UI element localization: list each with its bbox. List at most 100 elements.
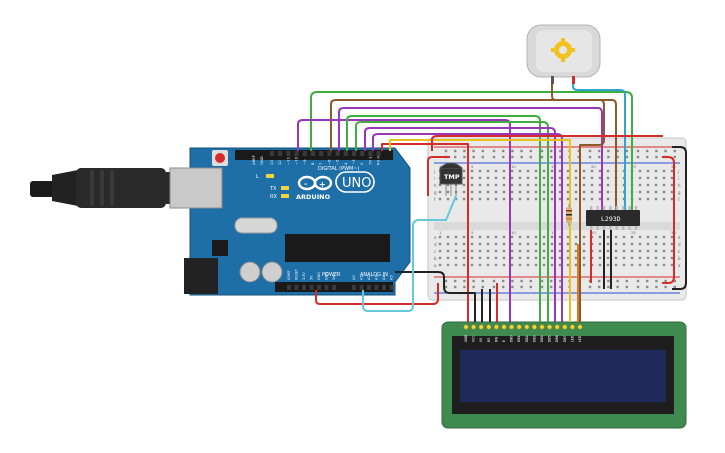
- rail-hole[interactable]: [625, 279, 628, 283]
- breadboard-hole[interactable]: [598, 169, 602, 173]
- lcd-pin[interactable]: [486, 324, 492, 330]
- breadboard-hole[interactable]: [438, 249, 442, 253]
- breadboard-hole[interactable]: [654, 263, 658, 267]
- rail-hole[interactable]: [607, 155, 610, 159]
- breadboard-hole[interactable]: [542, 176, 546, 180]
- breadboard-hole[interactable]: [486, 263, 490, 267]
- breadboard-hole[interactable]: [630, 242, 634, 246]
- breadboard-hole[interactable]: [534, 242, 538, 246]
- rail-hole[interactable]: [481, 149, 484, 153]
- rail-hole[interactable]: [664, 279, 667, 283]
- rail-hole[interactable]: [454, 285, 457, 289]
- breadboard-hole[interactable]: [558, 242, 562, 246]
- breadboard-hole[interactable]: [526, 197, 530, 201]
- breadboard-hole[interactable]: [638, 169, 642, 173]
- breadboard-hole[interactable]: [646, 190, 650, 194]
- breadboard-hole[interactable]: [486, 235, 490, 239]
- wire-black[interactable]: [672, 146, 687, 290]
- breadboard-hole[interactable]: [454, 197, 458, 201]
- rail-hole[interactable]: [492, 279, 496, 283]
- breadboard-hole[interactable]: [470, 235, 474, 239]
- breadboard-hole[interactable]: [542, 183, 546, 187]
- breadboard-hole[interactable]: [510, 263, 514, 267]
- breadboard-hole[interactable]: [614, 263, 618, 267]
- breadboard-hole[interactable]: [502, 235, 506, 239]
- breadboard-hole[interactable]: [462, 197, 466, 201]
- breadboard-hole[interactable]: [486, 256, 490, 260]
- breadboard-hole[interactable]: [646, 263, 650, 267]
- breadboard-hole[interactable]: [542, 256, 546, 260]
- breadboard-hole[interactable]: [462, 263, 466, 267]
- breadboard-hole[interactable]: [558, 235, 562, 239]
- usb-cable[interactable]: [30, 168, 180, 208]
- breadboard-hole[interactable]: [494, 235, 498, 239]
- breadboard-hole[interactable]: [478, 197, 482, 201]
- breadboard-hole[interactable]: [542, 235, 546, 239]
- wire-yellow[interactable]: [389, 139, 571, 322]
- rail-hole[interactable]: [588, 149, 592, 153]
- breadboard-hole[interactable]: [558, 169, 562, 173]
- wire-green[interactable]: [355, 121, 549, 322]
- breadboard-hole[interactable]: [526, 242, 530, 246]
- breadboard-hole[interactable]: [670, 256, 674, 260]
- breadboard-hole[interactable]: [550, 197, 554, 201]
- breadboard-hole[interactable]: [470, 242, 474, 246]
- rail-hole[interactable]: [636, 149, 640, 153]
- breadboard-hole[interactable]: [462, 169, 466, 173]
- breadboard-hole[interactable]: [470, 197, 474, 201]
- digital-pin[interactable]: [343, 151, 348, 156]
- resistor[interactable]: [566, 204, 572, 226]
- breadboard-hole[interactable]: [582, 256, 586, 260]
- breadboard-hole[interactable]: [630, 235, 634, 239]
- breadboard-hole[interactable]: [566, 235, 570, 239]
- breadboard-hole[interactable]: [518, 235, 522, 239]
- rail-hole[interactable]: [588, 285, 592, 289]
- breadboard-hole[interactable]: [574, 263, 578, 267]
- breadboard-hole[interactable]: [614, 242, 618, 246]
- rail-hole[interactable]: [636, 279, 640, 283]
- rail-hole[interactable]: [511, 285, 514, 289]
- rail-hole[interactable]: [616, 279, 619, 283]
- breadboard-hole[interactable]: [582, 197, 586, 201]
- breadboard-hole[interactable]: [526, 183, 530, 187]
- breadboard-hole[interactable]: [606, 183, 610, 187]
- breadboard-hole[interactable]: [486, 183, 490, 187]
- reset-button[interactable]: [215, 153, 225, 163]
- breadboard-hole[interactable]: [518, 176, 522, 180]
- wire-brown[interactable]: [330, 99, 617, 210]
- wire-purple[interactable]: [364, 127, 556, 322]
- breadboard-hole[interactable]: [502, 197, 506, 201]
- breadboard-hole[interactable]: [582, 249, 586, 253]
- breadboard-hole[interactable]: [454, 235, 458, 239]
- rail-hole[interactable]: [492, 285, 496, 289]
- rail-hole[interactable]: [502, 279, 505, 283]
- arduino-uno-board[interactable]: L TX RX – + UNO ARDUINO DIGITAL (PWM~) P…: [169, 147, 411, 296]
- breadboard-hole[interactable]: [542, 242, 546, 246]
- rail-hole[interactable]: [655, 285, 658, 289]
- breadboard-hole[interactable]: [470, 183, 474, 187]
- breadboard-hole[interactable]: [550, 169, 554, 173]
- lcd-pin[interactable]: [493, 324, 499, 330]
- breadboard-hole[interactable]: [494, 190, 498, 194]
- rail-hole[interactable]: [646, 149, 649, 153]
- breadboard-hole[interactable]: [558, 190, 562, 194]
- breadboard-hole[interactable]: [654, 169, 658, 173]
- breadboard-hole[interactable]: [606, 176, 610, 180]
- rail-hole[interactable]: [598, 149, 601, 153]
- breadboard-hole[interactable]: [446, 190, 450, 194]
- rail-hole[interactable]: [540, 149, 544, 153]
- breadboard-hole[interactable]: [534, 169, 538, 173]
- rail-hole[interactable]: [625, 149, 628, 153]
- breadboard-hole[interactable]: [462, 176, 466, 180]
- breadboard-hole[interactable]: [478, 249, 482, 253]
- breadboard-hole[interactable]: [566, 249, 570, 253]
- breadboard-hole[interactable]: [638, 242, 642, 246]
- digital-pin[interactable]: [286, 151, 291, 156]
- lcd-pin[interactable]: [524, 324, 530, 330]
- rail-hole[interactable]: [636, 285, 640, 289]
- rail-hole[interactable]: [550, 149, 553, 153]
- digital-pin[interactable]: [302, 151, 307, 156]
- rail-hole[interactable]: [598, 155, 601, 159]
- breadboard-hole[interactable]: [510, 190, 514, 194]
- breadboard-hole[interactable]: [662, 249, 666, 253]
